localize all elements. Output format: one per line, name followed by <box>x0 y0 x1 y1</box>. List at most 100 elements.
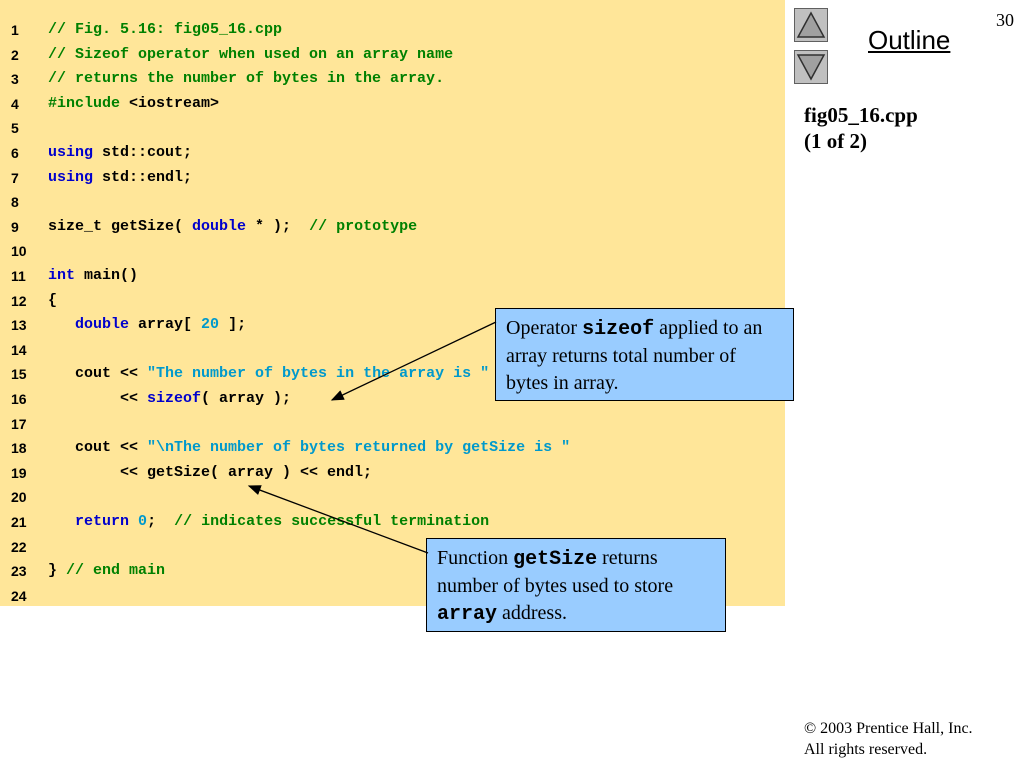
callout-getsize-array: array <box>437 603 498 626</box>
code-token-plain: << <box>48 390 148 407</box>
code-token-keyword: int <box>48 267 76 284</box>
code-token-keyword: double <box>75 316 130 333</box>
code-token-plain: ( array ); <box>201 390 292 407</box>
previous-slide-button[interactable] <box>794 8 828 42</box>
code-token-plain: cout << <box>48 365 148 382</box>
file-title: fig05_16.cpp <box>804 103 918 127</box>
line-number: 24 <box>11 588 27 604</box>
code-token-keyword: using <box>48 169 94 186</box>
code-token-string: "\nThe number of bytes returned by getSi… <box>147 439 571 456</box>
code-token-plain: ]; <box>219 316 247 333</box>
line-number: 21 <box>11 514 27 530</box>
code-token-plain: * ); <box>246 218 310 235</box>
copyright: © 2003 Prentice Hall, Inc. All rights re… <box>804 718 973 760</box>
callout-getsize-text-mid: returns number of bytes used to store <box>437 547 674 597</box>
line-number: 17 <box>11 416 27 432</box>
line-number: 3 <box>11 71 19 87</box>
code-line: // Fig. 5.16: fig05_16.cpp <box>48 21 282 39</box>
code-line: << sizeof( array ); <box>48 390 291 408</box>
triangle-down-icon <box>796 54 826 81</box>
file-part: (1 of 2) <box>804 129 867 153</box>
copyright-line-2: All rights reserved. <box>804 741 928 758</box>
code-panel: 1 // Fig. 5.16: fig05_16.cpp 2 // Sizeof op… <box>0 0 785 606</box>
code-token-plain <box>48 316 75 333</box>
code-token-comment: // prototype <box>309 218 418 235</box>
file-label: fig05_16.cpp (1 of 2) <box>804 102 918 154</box>
line-number: 10 <box>11 243 27 259</box>
line-number: 9 <box>11 219 19 235</box>
line-number: 5 <box>11 120 19 136</box>
code-line: // Sizeof operator when used on an array… <box>48 46 453 64</box>
code-token-comment: // returns the number of bytes in the ar… <box>48 70 445 87</box>
line-number: 13 <box>11 317 27 333</box>
line-number: 6 <box>11 145 19 161</box>
line-number: 18 <box>11 440 27 456</box>
line-number: 7 <box>11 170 19 186</box>
next-slide-button[interactable] <box>794 50 828 84</box>
line-number: 16 <box>11 391 27 407</box>
line-number: 1 <box>11 22 19 38</box>
line-number: 15 <box>11 366 27 382</box>
code-token-comment: // Fig. 5.16: fig05_16.cpp <box>48 21 283 38</box>
code-token-keyword: double <box>192 218 247 235</box>
line-number: 8 <box>11 194 19 210</box>
line-number: 2 <box>11 47 19 63</box>
code-token-plain: size_t getSize( <box>48 218 193 235</box>
copyright-line-1: © 2003 Prentice Hall, Inc. <box>804 720 973 737</box>
line-number: 20 <box>11 489 27 505</box>
line-number: 19 <box>11 465 27 481</box>
code-line: } // end main <box>48 562 165 580</box>
code-token-comment: // end main <box>66 562 166 579</box>
callout-getsize-text-pre: Function <box>437 547 514 569</box>
code-line: cout << "\nThe number of bytes returned … <box>48 439 570 457</box>
line-number: 14 <box>11 342 27 358</box>
code-token-plain: array[ <box>129 316 202 333</box>
code-token-keyword: return <box>75 513 130 530</box>
code-token-plain: } <box>48 562 67 579</box>
code-line: size_t getSize( double * ); // prototype <box>48 218 417 236</box>
callout-getsize-text-post: address. <box>497 602 567 624</box>
code-token-plain: cout << <box>48 439 148 456</box>
code-token-plain: std::cout; <box>93 144 193 161</box>
callout-sizeof: Operator sizeof applied to an array retu… <box>495 308 794 401</box>
code-token-plain: ; <box>147 513 175 530</box>
code-token-plain: << getSize( array ) << endl; <box>48 464 373 481</box>
line-number: 22 <box>11 539 27 555</box>
line-number: 11 <box>11 268 26 284</box>
callout-getsize-function: getSize <box>513 548 598 571</box>
code-line: << getSize( array ) << endl; <box>48 464 372 482</box>
code-token-comment: #include <box>48 95 121 112</box>
code-token-string: 0 <box>138 513 148 530</box>
outline-link[interactable]: Outline <box>868 25 951 55</box>
code-token-string: 20 <box>201 316 220 333</box>
code-line: { <box>48 292 57 310</box>
code-token-plain: main() <box>75 267 139 284</box>
code-token-comment: // Sizeof operator when used on an array… <box>48 46 454 63</box>
page-number: 30 <box>996 10 1014 30</box>
code-line: using std::cout; <box>48 144 192 162</box>
code-line: using std::endl; <box>48 169 192 187</box>
code-token-keyword: using <box>48 144 94 161</box>
code-token-keyword: sizeof <box>147 390 202 407</box>
code-token-plain: { <box>48 292 58 309</box>
callout-sizeof-text-post: applied to an array returns total number… <box>506 317 763 394</box>
code-token-comment: // indicates successful termination <box>174 513 490 530</box>
code-line: #include <iostream> <box>48 95 219 113</box>
code-token-plain <box>48 513 75 530</box>
triangle-up-icon <box>796 11 826 38</box>
code-line: cout << "The number of bytes in the arra… <box>48 365 489 383</box>
code-line: return 0; // indicates successful termin… <box>48 513 489 531</box>
callout-sizeof-text-pre: Operator <box>506 317 583 339</box>
code-line: double array[ 20 ]; <box>48 316 246 334</box>
code-token-plain: <iostream> <box>120 95 220 112</box>
callout-sizeof-keyword: sizeof <box>582 318 655 341</box>
code-line: int main() <box>48 267 138 285</box>
line-number: 4 <box>11 96 19 112</box>
code-token-plain: std::endl; <box>93 169 193 186</box>
code-line: // returns the number of bytes in the ar… <box>48 70 444 88</box>
code-token-string: "The number of bytes in the array is " <box>147 365 490 382</box>
line-number: 23 <box>11 563 27 579</box>
line-number: 12 <box>11 293 27 309</box>
callout-getsize: Function getSize returns number of bytes… <box>426 538 726 632</box>
code-token-plain <box>129 513 138 530</box>
